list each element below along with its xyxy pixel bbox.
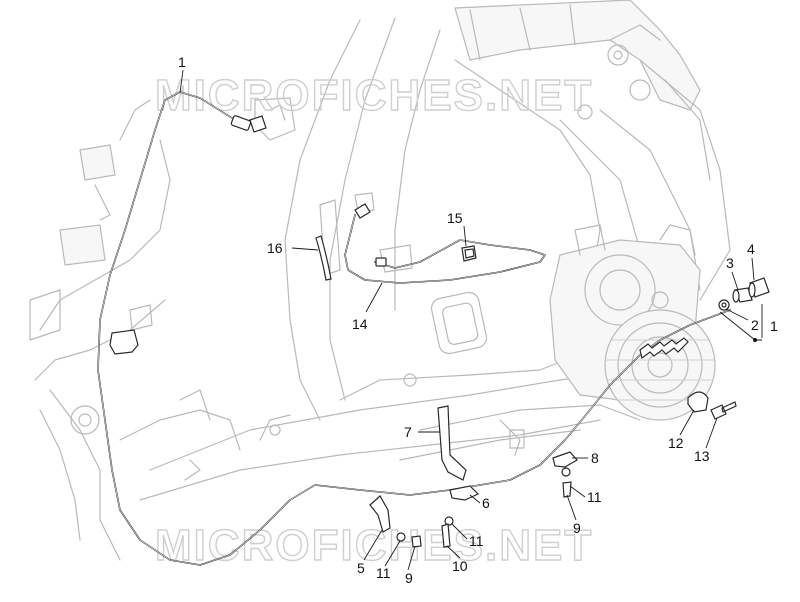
callout-labels: 1 1 2 3 4 5 6 7 8 9 9 10 11 11 11 12 13 …: [178, 54, 778, 586]
part-16-strip-icon: [315, 235, 332, 281]
callout-3: 3: [726, 255, 734, 271]
callout-4: 4: [747, 241, 755, 257]
callout-9-bottom: 9: [405, 570, 413, 586]
screw-icon: [411, 535, 422, 548]
part-13-screw-icon: [710, 401, 737, 420]
watermark-top: MICROFICHES.NET: [155, 71, 593, 120]
part-12-clamp-icon: [687, 391, 709, 413]
callout-1-top: 1: [178, 54, 186, 70]
callout-11-middle: 11: [469, 533, 484, 549]
callout-10: 10: [452, 558, 468, 574]
callout-13: 13: [694, 448, 710, 464]
callout-14: 14: [352, 316, 368, 332]
cable-14: [344, 214, 546, 284]
small-parts: [109, 235, 770, 548]
screw-icon: [562, 481, 572, 498]
callout-8: 8: [591, 450, 599, 466]
cable-bellows-icon: [639, 337, 689, 360]
screw-icon: [441, 523, 451, 548]
frame-cable-clamp-icon: [109, 329, 139, 355]
watermark-bottom: MICROFICHES.NET: [155, 521, 593, 570]
callout-11-right: 11: [587, 489, 602, 505]
callout-11-bottom: 11: [376, 565, 391, 581]
part-6-clip-icon: [449, 485, 480, 501]
callout-6: 6: [482, 495, 490, 511]
callout-16: 16: [267, 240, 283, 256]
cable-end-fitting-icon: [230, 115, 252, 131]
washer-icon: [444, 516, 454, 526]
part-5-guide-icon: [369, 495, 391, 533]
leader-dot: [753, 338, 757, 342]
callout-7: 7: [404, 424, 412, 440]
brake-cables: [97, 91, 731, 566]
callout-12: 12: [668, 435, 684, 451]
callout-15: 15: [447, 210, 463, 226]
callout-5: 5: [357, 560, 365, 576]
callout-9-right: 9: [573, 520, 581, 536]
callout-2: 2: [751, 317, 759, 333]
part-7-bracket-icon: [437, 405, 467, 481]
leader-lines: [179, 69, 763, 571]
washer-icon: [396, 532, 406, 542]
part-8-clip-icon: [552, 451, 578, 468]
washer-icon: [561, 467, 571, 477]
callout-1-right: 1: [770, 318, 778, 334]
